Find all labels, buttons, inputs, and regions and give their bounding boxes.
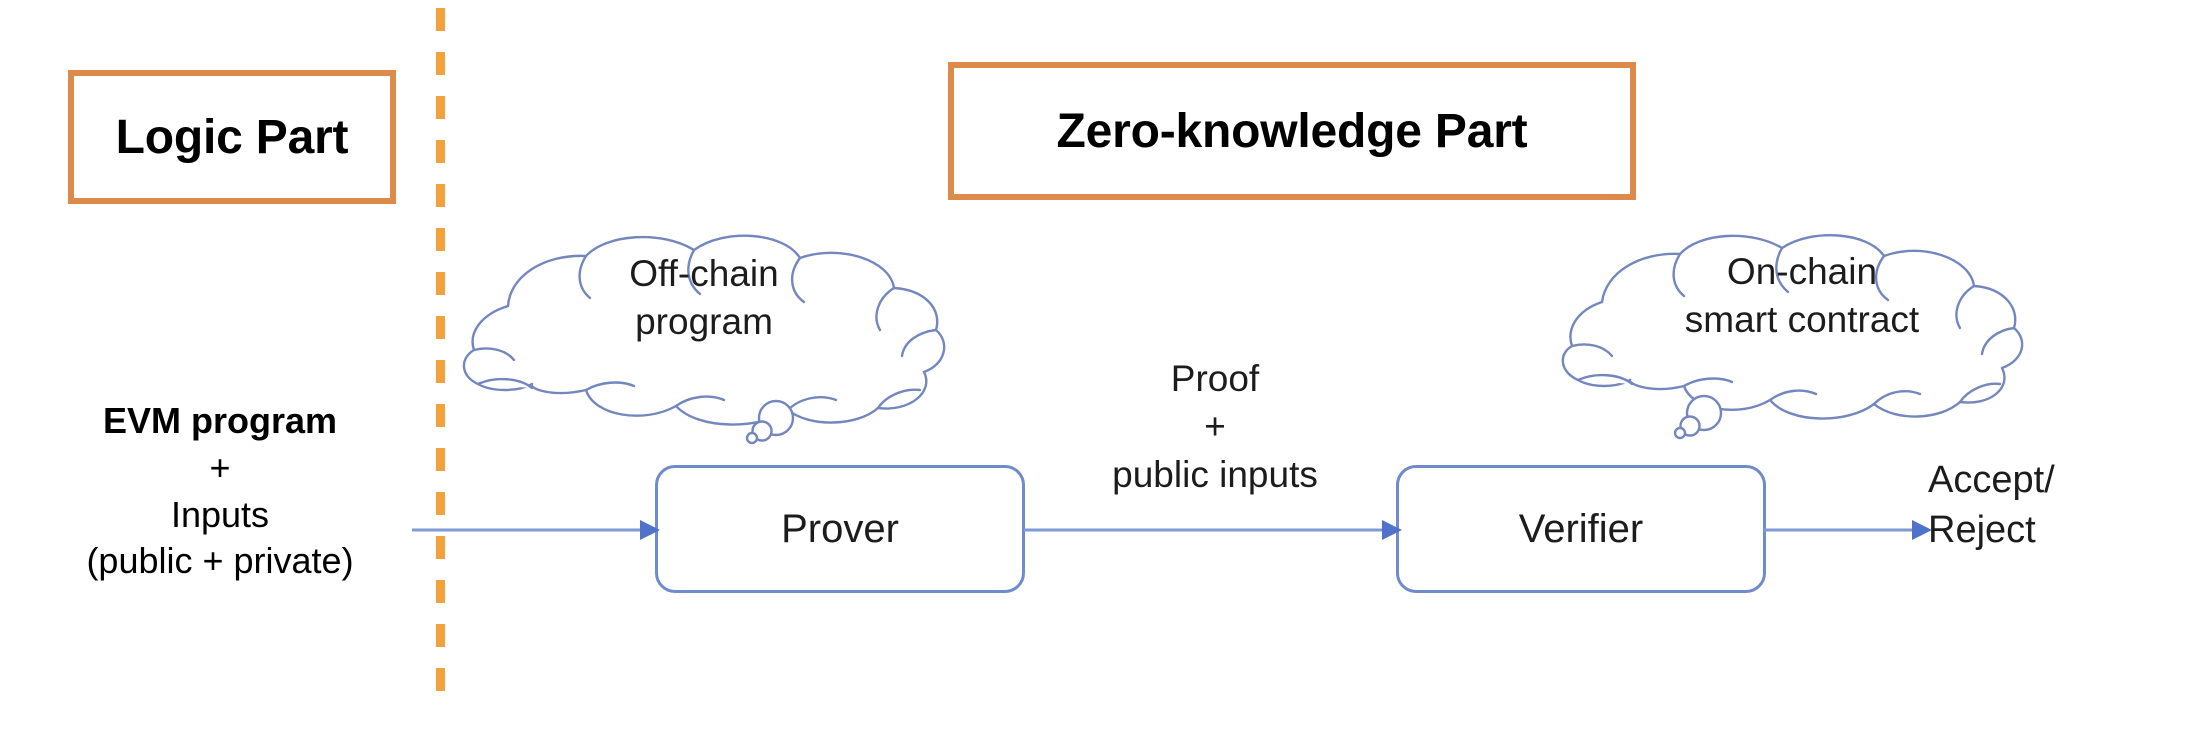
divider-dash xyxy=(436,272,445,295)
node-prover[interactable]: Prover xyxy=(655,465,1025,593)
arrow-right-icon xyxy=(1764,520,1932,540)
thought-cloud-on-chain: On-chain smart contract xyxy=(1552,228,2052,440)
output-line-accept: Accept/ xyxy=(1928,459,2055,501)
divider-dash xyxy=(436,404,445,427)
arrow-right-icon xyxy=(412,520,660,540)
divider-dash xyxy=(436,96,445,119)
node-verifier[interactable]: Verifier xyxy=(1396,465,1766,593)
input-line-plus: + xyxy=(209,446,231,488)
divider-dash xyxy=(436,140,445,163)
divider-dash xyxy=(436,624,445,647)
input-line-public-private: (public + private) xyxy=(86,540,354,582)
output-line-reject: Reject xyxy=(1928,509,2036,552)
section-label-logic-part: Logic Part xyxy=(115,110,349,164)
divider-dash xyxy=(436,536,445,559)
edge-label-proof-line2: + xyxy=(1204,406,1226,448)
divider-dash xyxy=(436,52,445,75)
divider-dash xyxy=(436,580,445,603)
section-box-logic-part: Logic Part xyxy=(68,70,396,204)
arrow-input-to-prover xyxy=(412,515,660,545)
edge-label-proof-line3: public inputs xyxy=(1112,454,1318,496)
divider-dash xyxy=(436,668,445,691)
divider-dash xyxy=(436,8,445,31)
arrow-verifier-to-output xyxy=(1764,515,1932,545)
input-line-inputs: Inputs xyxy=(170,493,270,535)
divider-dash xyxy=(436,184,445,207)
arrow-prover-to-verifier xyxy=(1024,515,1402,545)
edge-label-proof-line1: Proof xyxy=(1170,358,1260,399)
input-description-block: EVM program + Inputs (public + private) xyxy=(20,398,420,585)
node-label-prover: Prover xyxy=(781,506,899,551)
thought-cloud-icon xyxy=(1561,234,2024,440)
divider-dash xyxy=(436,228,445,251)
thought-cloud-icon xyxy=(462,234,946,445)
thought-cloud-off-chain: Off-chain program xyxy=(448,228,960,445)
edge-label-proof-public-inputs: Proof + public inputs xyxy=(1035,355,1395,499)
section-divider-dashed-line xyxy=(436,8,445,722)
arrow-right-icon xyxy=(1024,520,1402,540)
node-label-verifier: Verifier xyxy=(1518,506,1644,551)
section-label-zero-knowledge-part: Zero-knowledge Part xyxy=(1056,104,1528,158)
divider-dash xyxy=(436,492,445,515)
divider-dash xyxy=(436,448,445,471)
section-box-zero-knowledge-part: Zero-knowledge Part xyxy=(948,62,1636,200)
input-line-evm-program: EVM program xyxy=(102,400,338,441)
divider-dash xyxy=(436,360,445,383)
divider-dash xyxy=(436,316,445,339)
output-accept-reject: Accept/ Reject xyxy=(1928,455,2168,555)
